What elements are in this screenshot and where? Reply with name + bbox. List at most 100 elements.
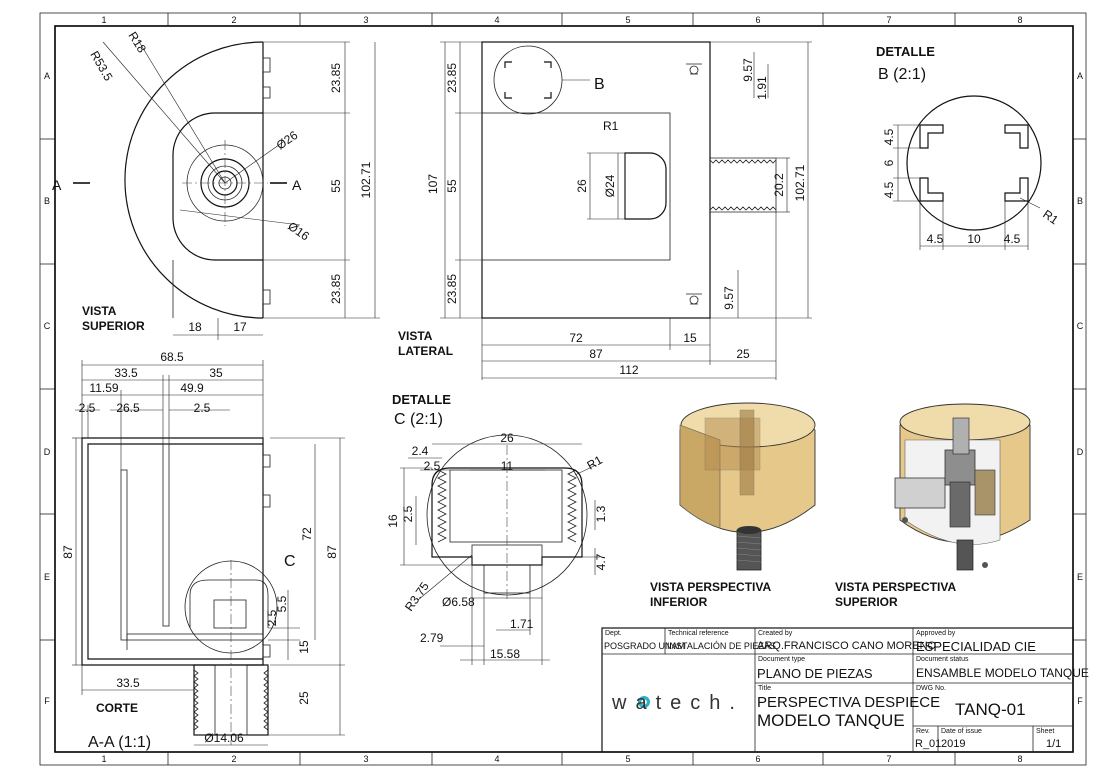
dim-label: 107 xyxy=(426,174,440,194)
row-label: B xyxy=(44,196,50,206)
tb-doctype-label: Document type xyxy=(758,656,806,663)
row-label: C xyxy=(44,321,51,331)
tb-docstatus: ENSAMBLE MODELO TANQUE xyxy=(916,666,1089,680)
view-label: VISTA xyxy=(398,329,433,343)
dim-label: Ø24 xyxy=(603,174,617,197)
row-label: D xyxy=(1077,447,1084,457)
dim-label: 112 xyxy=(619,363,638,377)
dim-label: 49.9 xyxy=(180,381,204,395)
detail-b xyxy=(893,95,1042,250)
dim-label: 72 xyxy=(569,331,583,345)
dim-label: 35 xyxy=(209,366,223,380)
dim-label: 16 xyxy=(386,514,400,528)
dim-label: 1.3 xyxy=(594,505,608,522)
dim-label: R18 xyxy=(125,29,149,55)
grid-ticks xyxy=(40,13,1086,765)
row-label: E xyxy=(1077,572,1083,582)
perspective-superior-text: VISTA PERSPECTIVA SUPERIOR xyxy=(835,580,956,609)
row-label: B xyxy=(1077,196,1083,206)
dim-label: 23.85 xyxy=(329,274,343,304)
tb-date: 2019 xyxy=(941,738,966,750)
dim-label: 87 xyxy=(325,545,339,559)
dim-label: 2.5 xyxy=(401,505,415,522)
view-label: LATERAL xyxy=(398,344,453,358)
col-label: 1 xyxy=(101,754,106,764)
perspective-superior xyxy=(894,403,1031,571)
dim-label: 33.5 xyxy=(114,366,138,380)
col-label: 5 xyxy=(625,15,630,25)
col-label: 3 xyxy=(363,15,368,25)
tb-techref: INSTALACIÓN DE PIEZAS xyxy=(667,641,776,651)
view-label: CORTE xyxy=(96,701,138,715)
tb-dwg: TANQ-01 xyxy=(955,700,1026,719)
dim-label: 23.85 xyxy=(445,274,459,304)
col-label: 7 xyxy=(886,15,891,25)
dim-label: R1 xyxy=(585,453,606,473)
col-label: 2 xyxy=(231,15,236,25)
dim-label: 2.5 xyxy=(79,401,96,415)
col-label: 2 xyxy=(231,754,236,764)
row-label: D xyxy=(44,447,51,457)
side-view-text: 107 23.85 55 23.85 R1 26 Ø24 9.57 1.91 9… xyxy=(398,58,807,377)
dim-label: R3.75 xyxy=(402,579,432,614)
view-label: VISTA PERSPECTIVA xyxy=(835,580,956,594)
detail-subtitle: C (2:1) xyxy=(394,411,443,428)
dim-label: Ø6.58 xyxy=(442,595,475,609)
tb-date-label: Date of issue xyxy=(941,728,982,735)
detail-c xyxy=(400,434,600,665)
detail-title: DETALLE xyxy=(876,44,935,59)
perspective-inferior xyxy=(679,402,816,571)
col-label: 7 xyxy=(886,754,891,764)
dim-label: 33.5 xyxy=(116,676,140,690)
dim-label: 15.58 xyxy=(490,647,520,661)
tb-rev-label: Rev. xyxy=(916,728,930,735)
dim-label: 15 xyxy=(297,640,311,654)
dim-label: 4.5 xyxy=(882,181,896,198)
col-label: 1 xyxy=(101,15,106,25)
tb-dwg-label: DWG No. xyxy=(916,685,946,692)
view-label: SUPERIOR xyxy=(82,319,145,333)
col-label: 4 xyxy=(494,754,499,764)
dim-label: 87 xyxy=(589,347,603,361)
tb-title-label: Title xyxy=(758,685,771,692)
dim-label: R1 xyxy=(1040,207,1061,227)
detail-c-text: DETALLE C (2:1) 26 2.4 2.5 11 R1 16 2.5 … xyxy=(386,392,608,661)
dim-label: 4.5 xyxy=(1004,232,1021,246)
dim-label: 11 xyxy=(501,459,514,473)
dim-label: 25 xyxy=(297,691,311,705)
dim-label: 20.2 xyxy=(772,173,786,197)
tb-rev: R_01 xyxy=(915,738,942,750)
dim-label: 2.5 xyxy=(194,401,211,415)
tb-docstatus-label: Document status xyxy=(916,656,969,663)
dim-label: 25 xyxy=(736,347,750,361)
title-block-grid xyxy=(601,627,1074,753)
view-label: SUPERIOR xyxy=(835,595,898,609)
row-label: C xyxy=(1077,321,1084,331)
tb-dept: POSGRADO UNAM xyxy=(604,641,686,651)
dim-label: 72 xyxy=(300,527,314,541)
row-label: A xyxy=(1077,71,1083,81)
tb-sheet: 1/1 xyxy=(1046,738,1062,750)
dim-label: 68.5 xyxy=(160,350,184,364)
tb-techref-label: Technical reference xyxy=(668,630,729,637)
dim-label: Ø26 xyxy=(274,128,301,153)
section-view xyxy=(72,360,345,746)
dim-label: 5.5 xyxy=(275,595,289,612)
section-view-text: 68.5 33.5 35 11.59 49.9 2.5 26.5 2.5 87 … xyxy=(61,350,339,751)
view-caption: A-A (1:1) xyxy=(88,734,151,751)
row-label: F xyxy=(44,696,50,706)
dim-label: 17 xyxy=(233,320,247,334)
view-label: INFERIOR xyxy=(650,595,708,609)
tb-dept-label: Dept. xyxy=(605,630,622,637)
dim-label: 2.5 xyxy=(424,459,441,473)
tb-sheet-label: Sheet xyxy=(1036,728,1055,735)
col-label: 6 xyxy=(755,15,760,25)
dim-label: R1 xyxy=(603,119,619,133)
row-label: E xyxy=(44,572,50,582)
dim-label: 23.85 xyxy=(445,63,459,93)
dim-label: 2.4 xyxy=(412,444,429,458)
perspective-inferior-text: VISTA PERSPECTIVA INFERIOR xyxy=(650,580,771,609)
tb-doctype: PLANO DE PIEZAS xyxy=(757,666,873,681)
dim-label: 1.71 xyxy=(510,617,534,631)
